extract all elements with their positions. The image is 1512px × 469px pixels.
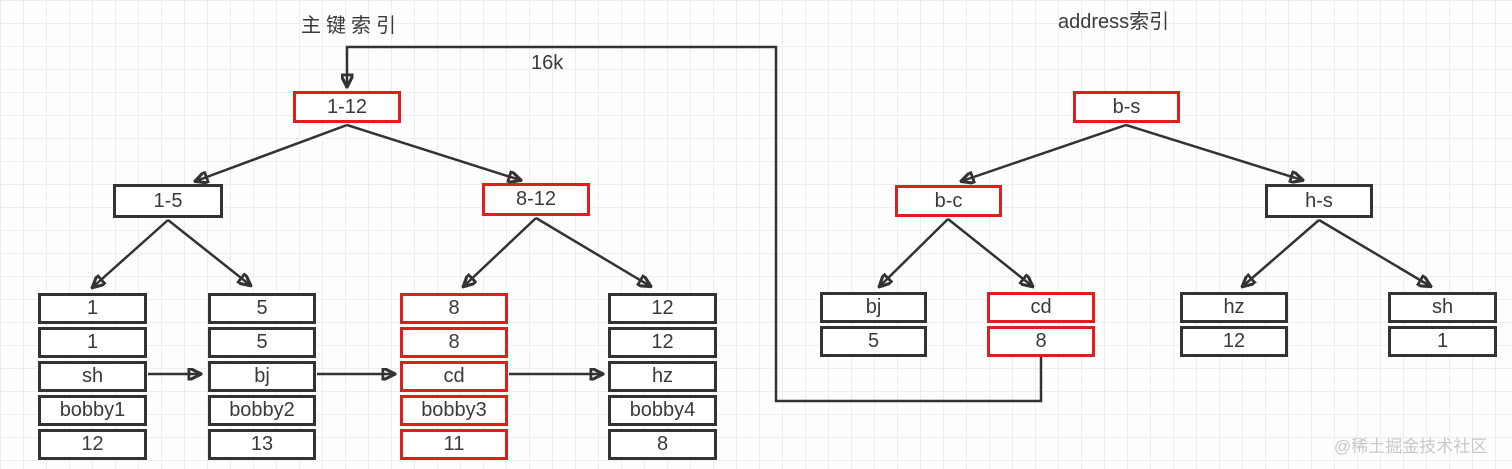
leaf-cell: hz	[608, 361, 717, 392]
leaf-cell: 1	[1388, 326, 1497, 357]
leaf-cell: cd	[400, 361, 508, 392]
leaf-cell: 1	[38, 293, 147, 324]
leaf-cell: 5	[820, 326, 927, 357]
leaf-cell: 12	[608, 327, 717, 358]
addr-root-node: b-s	[1073, 91, 1180, 123]
leaf-cell: bj	[820, 292, 927, 323]
leaf-cell: bobby2	[208, 395, 316, 426]
leaf-cell: 5	[208, 327, 316, 358]
edge-8-12-to-leaf3	[464, 217, 537, 286]
leaf-cell: sh	[38, 361, 147, 392]
watermark: @稀土掘金技术社区	[1334, 437, 1488, 456]
pk-internal-node-8-12: 8-12	[482, 183, 590, 216]
addr-leaf-hz: hz 12	[1180, 292, 1288, 357]
page-size-label: 16k	[531, 52, 564, 74]
leaf-cell: 12	[38, 429, 147, 460]
pk-leaf-page-3-highlighted: 8 8 cd bobby3 11	[400, 293, 508, 460]
primary-index-title: 主键索引	[301, 15, 401, 37]
leaf-cell: 1	[38, 327, 147, 358]
edge-bc-to-cd	[947, 218, 1032, 286]
leaf-cell: 12	[1180, 326, 1288, 357]
leaf-cell: bobby4	[608, 395, 717, 426]
edge-8-12-to-leaf4	[535, 216, 650, 286]
leaf-cell: bobby3	[400, 395, 508, 426]
edge-pk-root-to-8-12	[346, 123, 520, 180]
pk-root-node: 1-12	[293, 91, 401, 123]
leaf-cell: bj	[208, 361, 316, 392]
edge-hs-to-sh	[1318, 218, 1430, 286]
addr-leaf-cd-highlighted: cd 8	[987, 292, 1095, 357]
pk-leaf-page-2: 5 5 bj bobby2 13	[208, 293, 316, 460]
leaf-cell: 8	[400, 293, 508, 324]
addr-leaf-bj: bj 5	[820, 292, 927, 357]
addr-internal-node-h-s: h-s	[1265, 184, 1373, 218]
edge-pk-root-to-1-5	[196, 123, 348, 181]
edge-bc-to-bj	[880, 218, 949, 286]
pk-internal-node-1-5: 1-5	[113, 184, 223, 218]
leaf-cell: 11	[400, 429, 508, 460]
leaf-cell: 12	[608, 293, 717, 324]
address-index-title: address索引	[1058, 11, 1170, 33]
leaf-cell: sh	[1388, 292, 1497, 323]
leaf-cell: cd	[987, 292, 1095, 323]
edge-bs-to-bc	[962, 123, 1127, 181]
leaf-cell: bobby1	[38, 395, 147, 426]
edge-1-5-to-leaf2	[167, 219, 250, 285]
leaf-cell: 8	[987, 326, 1095, 357]
leaf-cell: 8	[400, 327, 508, 358]
edge-hs-to-hz	[1243, 219, 1320, 286]
pk-leaf-page-1: 1 1 sh bobby1 12	[38, 293, 147, 460]
addr-leaf-sh: sh 1	[1388, 292, 1497, 357]
leaf-cell: hz	[1180, 292, 1288, 323]
leaf-cell: 13	[208, 429, 316, 460]
leaf-cell: 8	[608, 429, 717, 460]
edge-bs-to-hs	[1125, 123, 1302, 180]
pk-leaf-page-4: 12 12 hz bobby4 8	[608, 293, 717, 460]
addr-internal-node-b-c: b-c	[895, 185, 1002, 217]
edge-1-5-to-leaf1	[93, 219, 169, 287]
leaf-cell: 5	[208, 293, 316, 324]
